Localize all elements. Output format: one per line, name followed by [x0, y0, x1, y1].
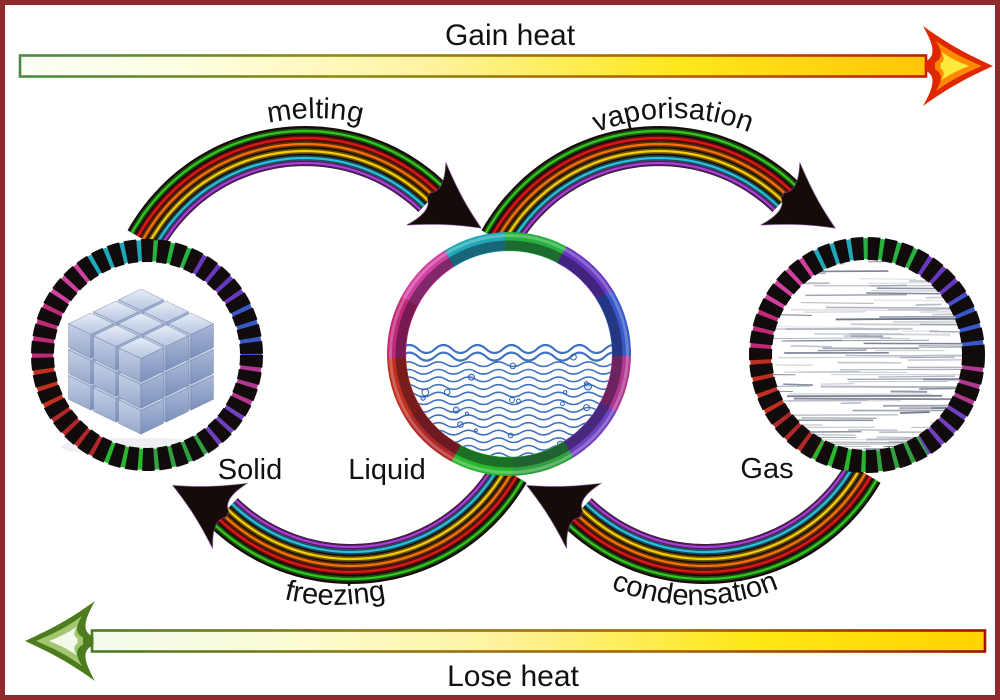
- state-ring-gas: [749, 237, 985, 473]
- lose-heat-arrow-body: [90, 629, 987, 653]
- gain-heat-arrow-body: [18, 54, 928, 78]
- transition-arc-melting: [127, 125, 483, 251]
- gain-heat-label: Gain heat: [445, 19, 576, 52]
- transition-label-freezing: freezing: [282, 575, 387, 612]
- transition-arc-vaporisation: [481, 125, 837, 251]
- state-label-solid: Solid: [218, 454, 283, 486]
- arc-arrowhead-condensation: [525, 482, 602, 549]
- state-ring-liquid: [387, 232, 631, 476]
- solid-ice-cubes: [61, 288, 221, 456]
- state-label-gas: Gas: [740, 453, 793, 485]
- arc-arrowhead-vaporisation: [760, 162, 837, 229]
- transition-label-melting: melting: [265, 93, 367, 130]
- state-ring-solid: [31, 239, 263, 471]
- transition-arcs: [127, 125, 881, 585]
- lose-heat-arrowhead-core: [49, 626, 78, 656]
- state-label-liquid: Liquid: [348, 454, 425, 486]
- gain-heat-arrow: [18, 26, 993, 106]
- state-rings: [31, 232, 985, 476]
- lose-heat-arrow: [25, 601, 987, 681]
- arc-arrowhead-freezing: [171, 482, 248, 549]
- lose-heat-label: Lose heat: [447, 660, 579, 693]
- arc-arrowhead-melting: [406, 162, 483, 229]
- transition-arc-freezing: [171, 462, 527, 585]
- diagram-canvas: Gain heat Lose heat Solid Liquid Gas mel…: [18, 19, 993, 693]
- transition-arc-condensation: [525, 462, 881, 585]
- gain-heat-arrowhead-core: [940, 51, 969, 81]
